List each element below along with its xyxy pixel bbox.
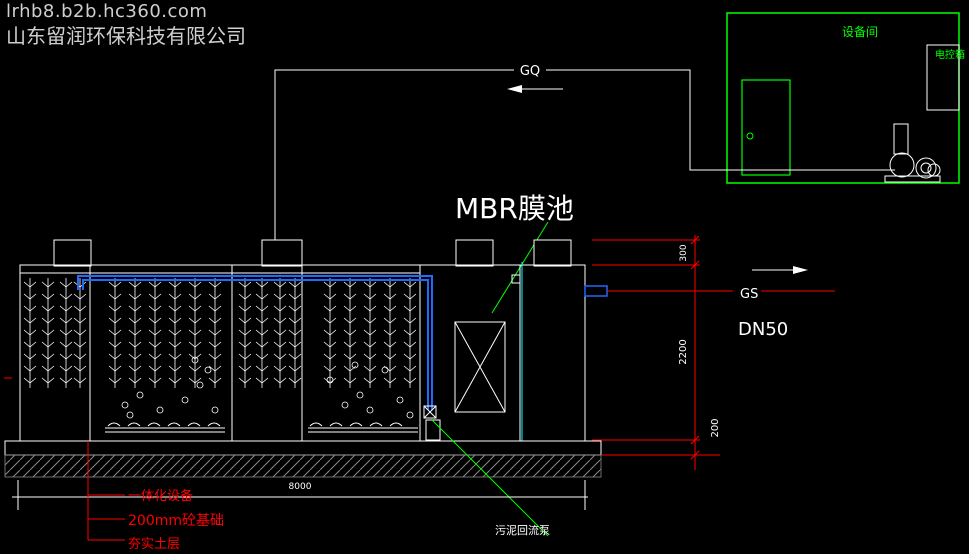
soil-layer [4, 454, 602, 478]
dn50-label: DN50 [738, 319, 788, 340]
electric-box-label: 电控箱 [935, 48, 965, 61]
concrete-slab [4, 440, 602, 456]
aeration-bubbles [121, 356, 414, 419]
door [741, 79, 791, 176]
legend-leaders [87, 441, 125, 541]
gq-label: GQ [520, 64, 540, 79]
dim-bottom: 200 [710, 418, 721, 437]
pump-leader [431, 419, 549, 537]
electric-box [926, 44, 960, 111]
door-knob [746, 132, 754, 140]
dim-top: 300 [679, 244, 689, 261]
sludge-pump-label: 污泥回流泵 [495, 523, 550, 537]
gq-flow-arrow-icon [507, 85, 563, 93]
equipment-room-label: 设备间 [842, 25, 878, 39]
mbr-module [454, 274, 521, 413]
blower-icon [880, 123, 941, 183]
vertical-dimensions [592, 235, 720, 470]
legend-item-3: 夯实土层 [128, 537, 180, 552]
legend-item-1: 一体化设备 [128, 488, 193, 504]
outlet-pipe [584, 285, 835, 297]
gs-label: GS [740, 287, 758, 302]
gs-flow-arrow-icon [752, 266, 808, 274]
dim-length: 8000 [289, 482, 312, 492]
mbr-label: MBR膜池 [455, 192, 574, 225]
length-dimension [12, 480, 588, 510]
water-pipe [77, 275, 433, 410]
tank-body [19, 264, 586, 442]
sludge-pump-icon [423, 405, 441, 441]
media-fills [23, 277, 417, 389]
watermark-company: 山东留润环保科技有限公司 [6, 24, 246, 48]
manholes [53, 239, 572, 267]
legend-item-2: 200mm砼基础 [128, 512, 224, 529]
aerators [105, 422, 418, 433]
air-pipe [274, 69, 885, 240]
watermark-url: lrhb8.b2b.hc360.com [6, 1, 208, 22]
equipment-room: 设备间 电控箱 [726, 12, 965, 184]
dim-middle: 2200 [678, 339, 689, 364]
